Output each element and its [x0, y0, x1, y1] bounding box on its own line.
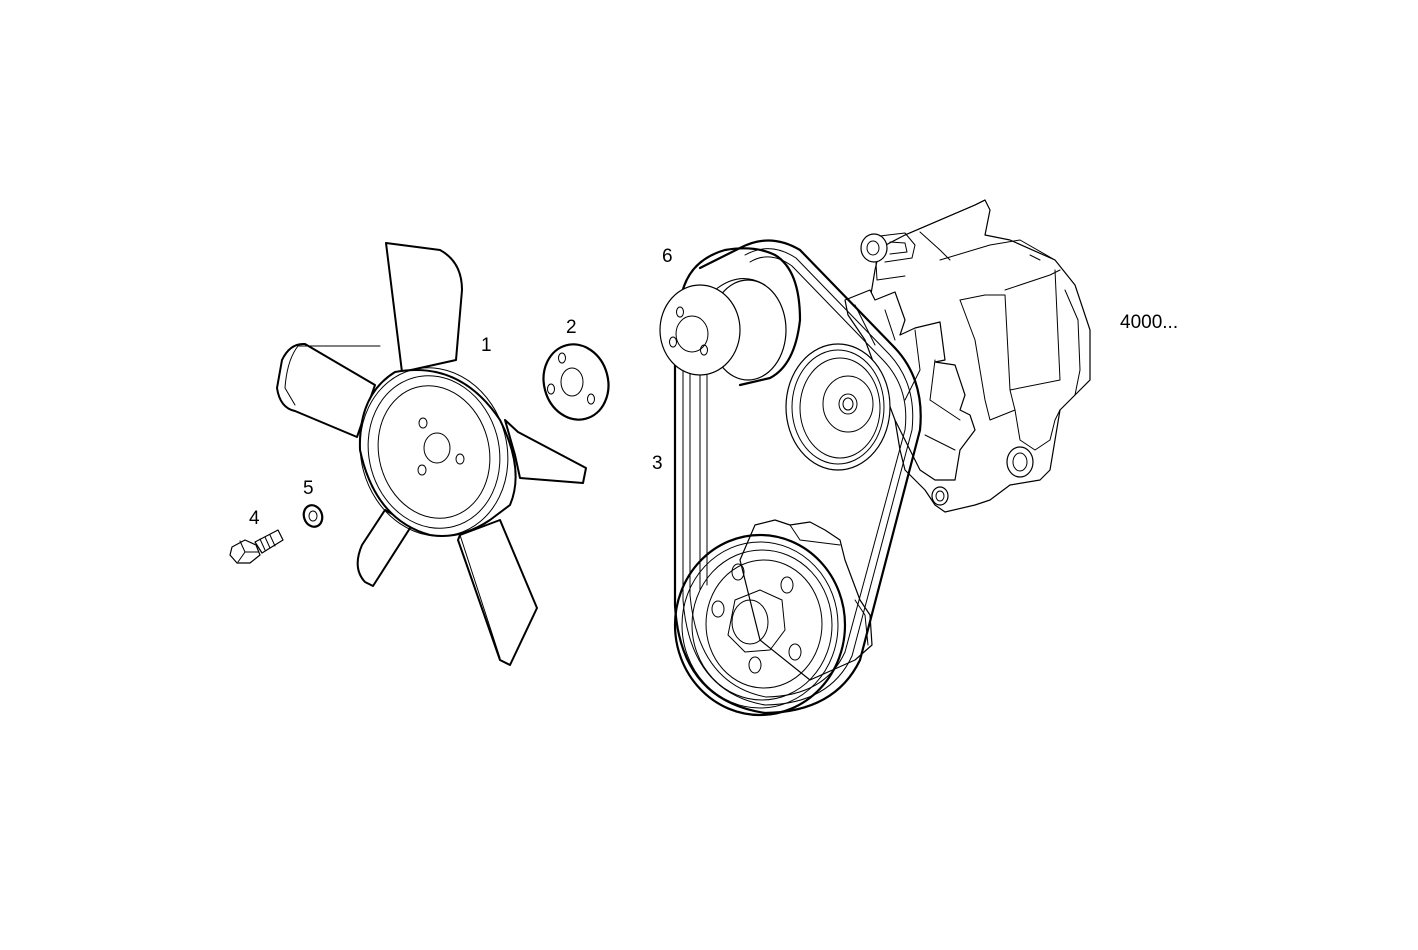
callout-2-spacer[interactable]: 2: [566, 317, 577, 338]
alternator-pulley-drawing: [785, 343, 891, 471]
callout-3-belt[interactable]: 3: [652, 453, 663, 474]
callout-5-washer[interactable]: 5: [303, 478, 314, 499]
callout-1-fan[interactable]: 1: [481, 335, 492, 356]
callout-4-bolt[interactable]: 4: [249, 508, 260, 529]
washer-drawing: [302, 504, 324, 528]
crank-pulley-drawing: [673, 533, 847, 717]
fan-drawing: [276, 242, 587, 666]
callout-4000-alternator-ref[interactable]: 4000...: [1120, 312, 1179, 333]
callout-6-pulley[interactable]: 6: [662, 246, 673, 267]
spacer-drawing: [542, 343, 610, 421]
bolt-drawing: [229, 529, 284, 564]
alternator-drawing: [844, 199, 1091, 513]
pulley-6-drawing: [659, 247, 802, 387]
